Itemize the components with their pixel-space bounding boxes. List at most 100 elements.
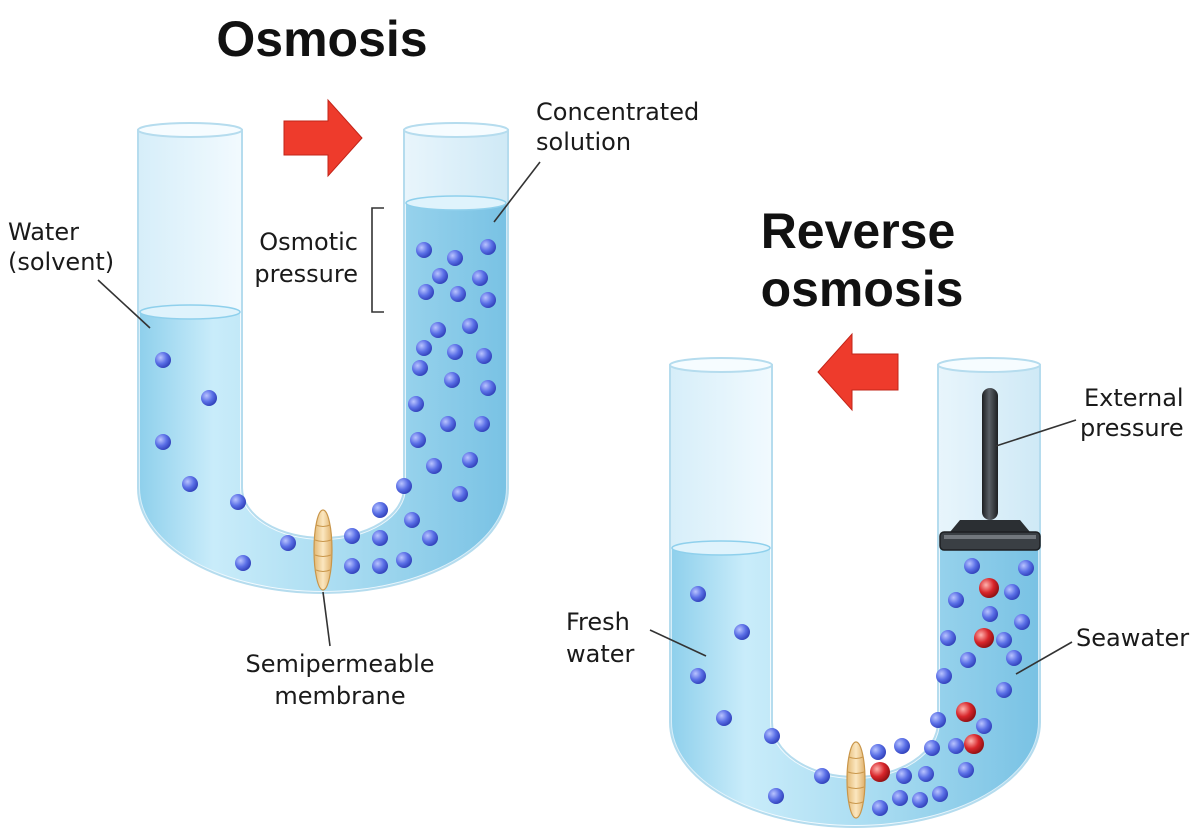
solute-particle [344,558,360,574]
external-label-line1: External [1084,384,1184,412]
osmosis-title: Osmosis [216,11,427,67]
solvent-particle [230,494,246,510]
piston-collar [950,520,1030,532]
solvent-particle [1014,614,1030,630]
osmosis-left-particles [155,352,296,571]
solvent-particle [764,728,780,744]
osmosis-left-rim [137,122,243,138]
solute-particle [480,292,496,308]
solvent-particle [964,558,980,574]
solvent-particle [960,652,976,668]
solvent-particle [690,586,706,602]
water-label-line2: (solvent) [8,248,114,276]
solvent-particle [1006,650,1022,666]
solute-particle [447,344,463,360]
solvent-particle [894,738,910,754]
concentrated-label-line1: Concentrated [536,98,699,126]
solute-particle [462,318,478,334]
solute-particle [344,528,360,544]
solute-particle [396,552,412,568]
seawater-label: Seawater [1076,624,1189,652]
reverse-left-surface [671,540,771,556]
seawater-particles [870,558,1034,816]
piston-highlight [944,535,1036,539]
solute-particle [476,348,492,364]
solvent-particle [996,632,1012,648]
piston-plate [939,531,1041,551]
solute-particle [450,286,466,302]
osmosis-right-rim [403,122,509,138]
solvent-particle [996,682,1012,698]
solvent-particle [932,786,948,802]
reverse-water [672,548,1038,825]
solute-particle [452,486,468,502]
solvent-particle [924,740,940,756]
reverse-membrane [846,741,866,819]
solute-particle [418,284,434,300]
solute-particle [462,452,478,468]
membrane-label-line1: Semipermeable [245,650,434,678]
solvent-particle [235,555,251,571]
osmosis-right-particles [344,239,496,574]
solvent-particle [930,712,946,728]
solute-particle [416,242,432,258]
concentrated-label-line2: solution [536,128,631,156]
piston-rod [982,388,998,520]
solvent-particle [936,668,952,684]
solvent-particle [982,606,998,622]
solvent-particle [155,434,171,450]
salt-particle [979,578,999,598]
solvent-particle [734,624,750,640]
solvent-particle [280,535,296,551]
arrow-left-icon [817,332,899,412]
osmosis-water [140,203,506,591]
fresh-water-particles [690,586,830,804]
reverse-title-line1: Reverse [761,203,956,259]
solvent-particle [958,762,974,778]
solute-particle [372,558,388,574]
solute-particle [447,250,463,266]
concentrated-leader-line [493,161,541,223]
solute-particle [432,268,448,284]
seawater-leader-line [1015,641,1073,675]
salt-particles [870,578,999,782]
solvent-particle [182,476,198,492]
solvent-particle [976,718,992,734]
solute-particle [404,512,420,528]
osmotic-label-line2: pressure [254,260,358,288]
fresh-water-leader-line [649,629,707,657]
membrane-leader-line [322,591,331,647]
salt-particle [870,762,890,782]
osmosis-right-surface [405,195,507,211]
solvent-particle [690,668,706,684]
solute-particle [440,416,456,432]
solvent-particle [892,790,908,806]
solvent-particle [870,744,886,760]
solute-particle [372,502,388,518]
solute-particle [472,270,488,286]
solute-particle [480,380,496,396]
solvent-particle [940,630,956,646]
solvent-particle [1018,560,1034,576]
solute-particle [426,458,442,474]
solvent-particle [912,792,928,808]
solute-particle [372,530,388,546]
solvent-particle [948,592,964,608]
solute-particle [474,416,490,432]
membrane-label-line2: membrane [274,682,405,710]
solvent-particle [155,352,171,368]
osmosis-section: Osmosis [8,11,699,710]
osmosis-left-surface [139,304,241,320]
salt-particle [956,702,976,722]
solvent-particle [948,738,964,754]
solvent-particle [1004,584,1020,600]
piston [939,388,1041,551]
solute-particle [410,432,426,448]
solute-particle [408,396,424,412]
reverse-right-rim [937,357,1041,373]
solute-particle [412,360,428,376]
solvent-particle [918,766,934,782]
solvent-particle [814,768,830,784]
arrow-right-icon [283,98,363,178]
